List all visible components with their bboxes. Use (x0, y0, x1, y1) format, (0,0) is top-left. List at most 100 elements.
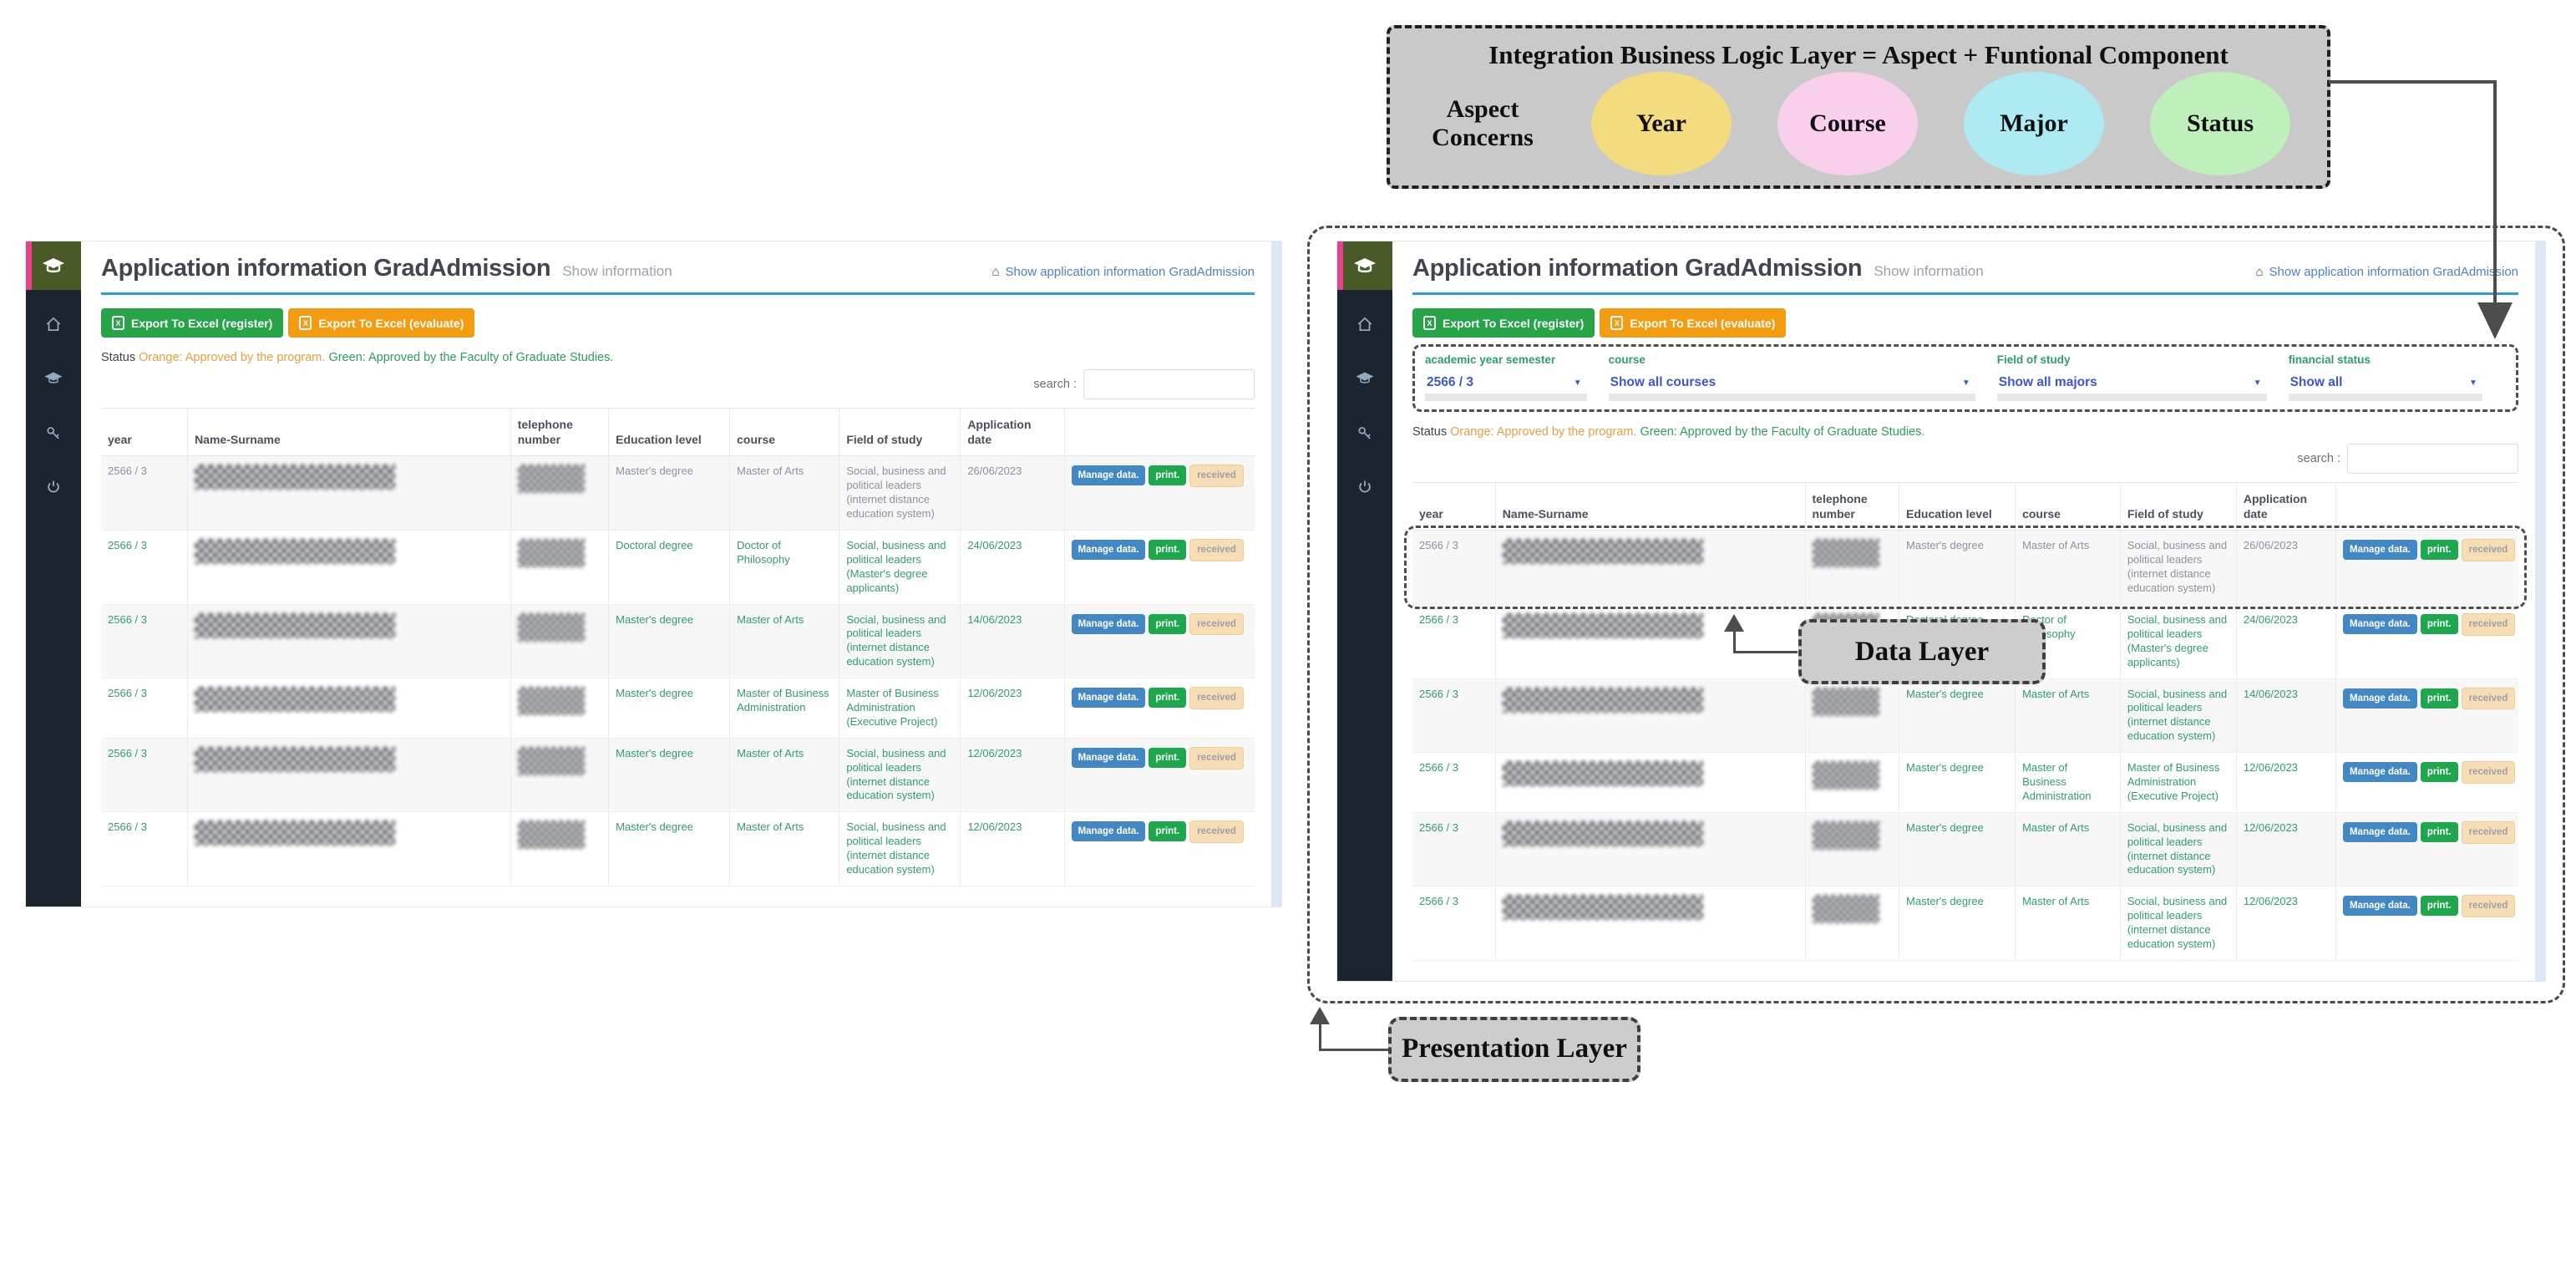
status-legend: Status Orange: Approved by the program. … (1412, 425, 2518, 439)
cell-actions: Manage data.print.received (2335, 886, 2518, 961)
gradadmission-window-right: Application information GradAdmission Sh… (1336, 241, 2546, 982)
manage-data-button[interactable]: Manage data. (2343, 896, 2417, 917)
col-field-of-study: Field of study (2119, 481, 2237, 531)
major-dropdown[interactable]: Show all majors ▼ (1996, 372, 2267, 401)
received-badge[interactable]: received (1189, 465, 1244, 488)
received-badge[interactable]: received (1189, 612, 1244, 636)
received-badge[interactable]: received (2461, 895, 2516, 918)
export-excel-evaluate-button[interactable]: X Export To Excel (evaluate) (288, 308, 475, 338)
graduation-cap-icon[interactable] (44, 369, 63, 392)
graduation-cap-logo-icon (1354, 258, 1376, 273)
cell-education-level: Master's degree (1899, 530, 2016, 605)
redacted-name (195, 820, 396, 846)
search-input[interactable] (1083, 369, 1255, 399)
home-icon[interactable] (1356, 315, 1374, 338)
cell-year: 2566 / 3 (1412, 678, 1496, 754)
col-year: year (101, 407, 188, 457)
logic-connector-horizontal (2329, 80, 2497, 84)
table-row: 2566 / 3 Master's degree Master of Busin… (1412, 752, 2518, 813)
received-badge[interactable]: received (1189, 538, 1244, 561)
cell-name (1494, 530, 1806, 605)
print-button[interactable]: print. (1149, 688, 1187, 709)
filter-field-of-study: Field of study Show all majors ▼ (1996, 353, 2289, 401)
received-badge[interactable]: received (1189, 820, 1244, 844)
cell-year: 2566 / 3 (101, 530, 188, 605)
manage-data-button[interactable]: Manage data. (1071, 539, 1146, 560)
col-application-date: Application date (2235, 481, 2336, 531)
cell-course: Master of Business Administration (2015, 752, 2121, 813)
cell-year: 2566 / 3 (1412, 812, 1496, 887)
print-button[interactable]: print. (1149, 539, 1187, 560)
power-icon[interactable] (1356, 478, 1374, 500)
financial-status-dropdown[interactable]: Show all ▼ (2288, 372, 2482, 401)
window-header: Application information GradAdmission Sh… (101, 255, 1255, 282)
received-badge[interactable]: received (1189, 687, 1244, 709)
cell-year: 2566 / 3 (1412, 886, 1496, 961)
manage-data-button[interactable]: Manage data. (2343, 821, 2417, 842)
cell-course: Doctor of Philosophy (729, 530, 839, 605)
received-badge[interactable]: received (1189, 746, 1244, 770)
home-icon: ⌂ (2255, 265, 2264, 279)
redacted-name (1502, 761, 1703, 787)
print-button[interactable]: print. (1149, 613, 1187, 634)
manage-data-button[interactable]: Manage data. (1071, 688, 1146, 709)
presentation-layer-connector-vertical (1318, 1023, 1321, 1050)
print-button[interactable]: print. (2420, 613, 2458, 634)
received-badge[interactable]: received (2461, 820, 2516, 844)
graduation-cap-icon[interactable] (1356, 369, 1374, 392)
col-education-level: Education level (608, 407, 730, 457)
cell-application-date: 12/06/2023 (960, 811, 1065, 886)
print-button[interactable]: print. (2420, 762, 2458, 783)
redacted-phone (517, 746, 585, 775)
cell-application-date: 12/06/2023 (960, 738, 1065, 813)
manage-data-button[interactable]: Manage data. (1071, 821, 1146, 842)
manage-data-button[interactable]: Manage data. (2343, 762, 2417, 783)
scrollbar[interactable] (1271, 241, 1281, 907)
print-button[interactable]: print. (1149, 465, 1187, 486)
manage-data-button[interactable]: Manage data. (2343, 613, 2417, 634)
data-layer-connector-horizontal (1732, 651, 1798, 654)
cell-field-of-study: Master of Business Administration (Execu… (839, 678, 961, 739)
received-badge[interactable]: received (2461, 612, 2516, 636)
received-badge[interactable]: received (2461, 539, 2516, 562)
breadcrumb[interactable]: ⌂ Show application information GradAdmis… (991, 265, 1255, 279)
academic-year-dropdown[interactable]: 2566 / 3 ▼ (1425, 372, 1587, 401)
key-icon[interactable] (44, 424, 63, 446)
status-prefix: Status (1412, 425, 1451, 439)
search-input[interactable] (2347, 444, 2518, 474)
print-button[interactable]: print. (2420, 540, 2458, 561)
scrollbar[interactable] (2535, 241, 2545, 981)
key-icon[interactable] (1356, 424, 1374, 446)
home-icon[interactable] (44, 315, 63, 338)
print-button[interactable]: print. (1149, 747, 1187, 768)
applications-table: year Name-Surname telephone number Educa… (101, 407, 1255, 886)
received-badge[interactable]: received (2461, 761, 2516, 784)
export-excel-register-button[interactable]: X Export To Excel (register) (101, 308, 284, 338)
col-course: course (729, 407, 839, 457)
power-icon[interactable] (44, 478, 63, 500)
app-logo[interactable] (26, 241, 81, 290)
col-course: course (2015, 481, 2121, 531)
export-evaluate-label: Export To Excel (evaluate) (1630, 316, 1776, 330)
table-header-row: year Name-Surname telephone number Educa… (1412, 481, 2518, 531)
manage-data-button[interactable]: Manage data. (1071, 747, 1146, 768)
export-excel-register-button[interactable]: X Export To Excel (register) (1412, 308, 1595, 338)
print-button[interactable]: print. (2420, 688, 2458, 709)
cell-field-of-study: Social, business and political leaders (… (839, 738, 961, 813)
export-excel-evaluate-button[interactable]: X Export To Excel (evaluate) (1600, 308, 1787, 338)
print-button[interactable]: print. (2420, 821, 2458, 842)
print-button[interactable]: print. (1149, 821, 1187, 842)
cell-application-date: 12/06/2023 (2235, 812, 2336, 887)
received-badge[interactable]: received (2461, 687, 2516, 710)
breadcrumb[interactable]: ⌂ Show application information GradAdmis… (2255, 265, 2518, 279)
manage-data-button[interactable]: Manage data. (1071, 465, 1146, 486)
manage-data-button[interactable]: Manage data. (1071, 613, 1146, 634)
app-logo[interactable] (1337, 241, 1392, 290)
course-dropdown[interactable]: Show all courses ▼ (1608, 372, 1975, 401)
print-button[interactable]: print. (2420, 896, 2458, 917)
cell-phone (1804, 886, 1899, 961)
manage-data-button[interactable]: Manage data. (2343, 688, 2417, 709)
excel-file-icon: X (1423, 316, 1436, 330)
manage-data-button[interactable]: Manage data. (2343, 540, 2417, 561)
chevron-down-icon: ▼ (1961, 378, 1970, 388)
